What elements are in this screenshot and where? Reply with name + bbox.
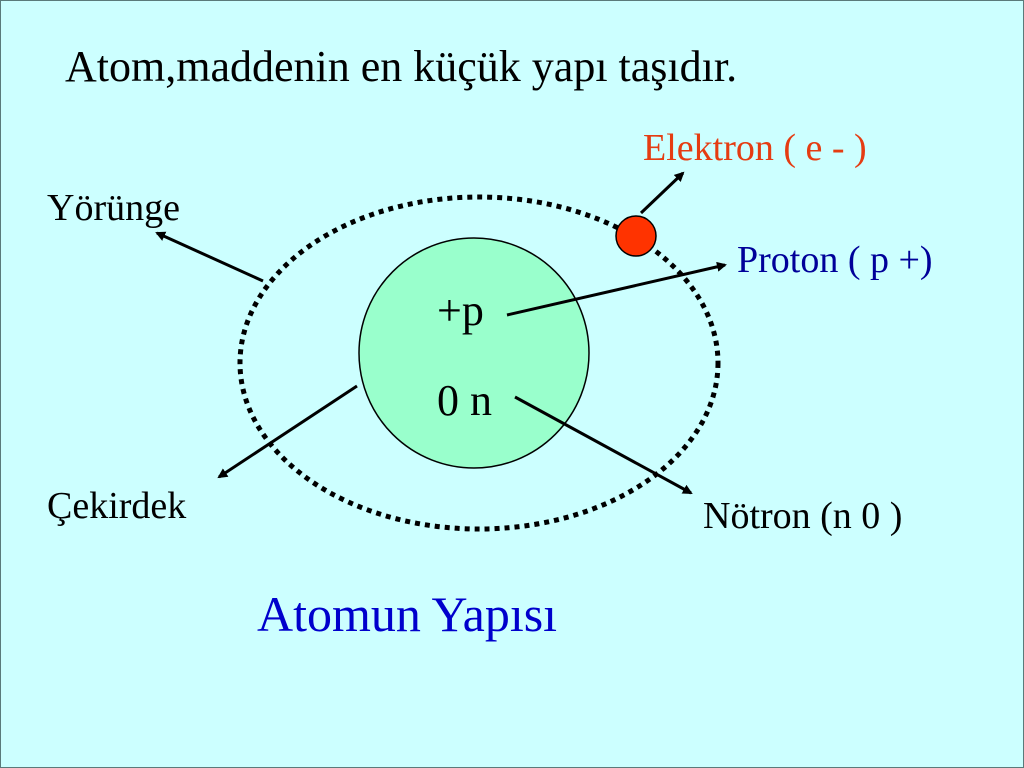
orbit-ellipse [237,194,721,532]
diagram-caption: Atomun Yapısı [257,586,558,642]
electron-arrow [639,171,685,215]
electron-dot [615,215,657,257]
electron-label: Elektron ( e - ) [643,127,867,169]
orbit-label: Yörünge [47,187,180,229]
nucleus-label: Çekirdek [47,485,187,527]
nucleus-arrow [217,384,358,479]
nucleus-proton-symbol: +p [437,286,484,335]
neutron-label: Nötron (n 0 ) [703,495,903,537]
proton-label: Proton ( p +) [737,239,933,281]
proton-arrow [506,261,727,317]
orbit-arrow [155,231,264,283]
slide-title: Atom,maddenin en küçük yapı taşıdır. [65,42,738,91]
nucleus-neutron-symbol: 0 n [437,376,492,425]
neutron-arrow [514,395,693,495]
nucleus-circle [358,237,590,469]
